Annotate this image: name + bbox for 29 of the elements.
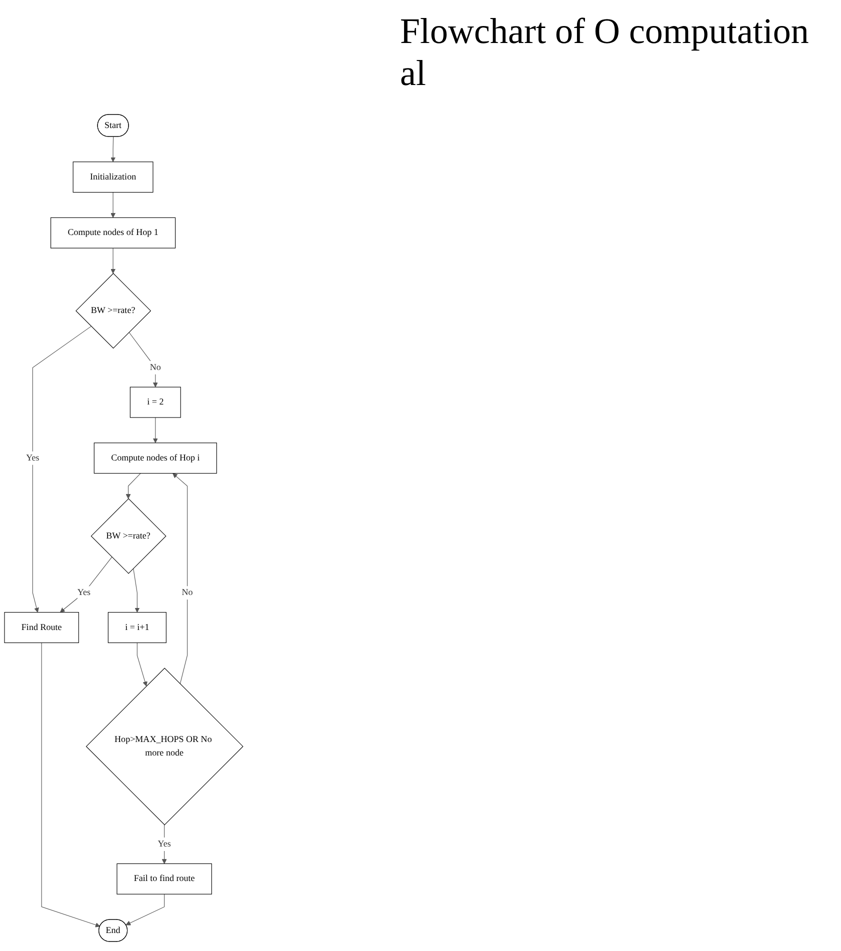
node-box: i = i+1 (108, 612, 166, 644)
title: Flowchart of O computation al (400, 10, 810, 94)
arrow (128, 332, 158, 388)
node-box: Fail to find route (116, 863, 212, 894)
node-box: Initialization (72, 162, 154, 193)
edge-label: Yes (77, 588, 91, 598)
arrow (136, 642, 148, 686)
arrow (32, 326, 92, 613)
arrow (110, 192, 116, 218)
node-box: Compute nodes of Hop i (94, 442, 217, 474)
node-box: Compute nodes of Hop 1 (50, 217, 176, 248)
arrow (133, 568, 140, 613)
arrow (126, 473, 141, 499)
node-box: i = 2 (130, 386, 181, 418)
arrow (172, 473, 188, 684)
arrow (126, 894, 165, 926)
node-diamond: Hop>MAX_HOPS OR No more node (86, 668, 244, 826)
edge-label: Yes (26, 453, 40, 463)
node-diamond: BW >=rate? (90, 498, 166, 574)
arrow (152, 417, 158, 444)
arrow (110, 136, 116, 162)
node-box: Find Route (4, 612, 79, 644)
edge-label: Yes (158, 839, 171, 849)
edge-label: No (150, 362, 161, 372)
node-diamond: BW >=rate? (76, 273, 152, 349)
edge-label: No (182, 588, 193, 598)
arrow (110, 248, 116, 274)
arrow (41, 642, 100, 928)
arrow (60, 556, 112, 613)
